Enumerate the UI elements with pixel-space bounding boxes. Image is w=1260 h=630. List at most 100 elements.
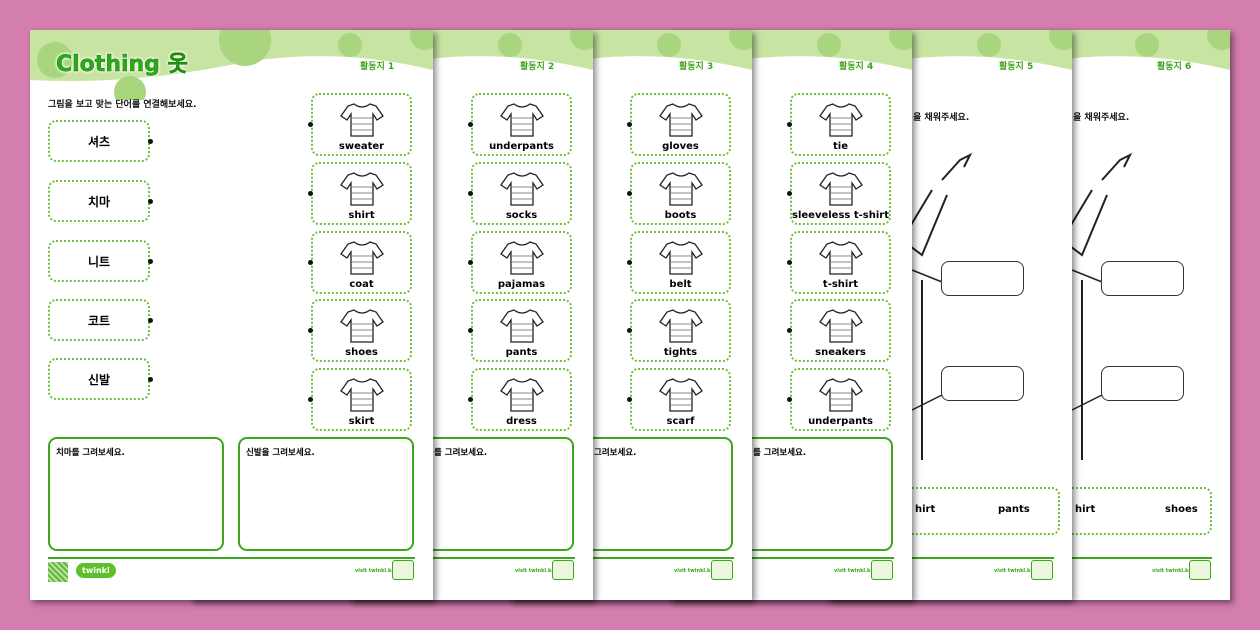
- clothing-picture-icon: [313, 306, 410, 346]
- connect-dot[interactable]: [787, 397, 792, 402]
- connect-dot[interactable]: [627, 191, 632, 196]
- picture-label: underpants: [808, 416, 873, 427]
- picture-card: shirt: [311, 162, 412, 225]
- instruction-text: 그림을 보고 맞는 단어를 연결해보세요.: [48, 100, 197, 110]
- connect-dot[interactable]: [308, 191, 313, 196]
- connect-dot[interactable]: [308, 260, 313, 265]
- korean-word-box: 치마: [48, 180, 150, 222]
- worksheet-number: 활동지 2: [520, 62, 555, 72]
- picture-card: pants: [471, 299, 572, 362]
- worksheet-number: 활동지 3: [679, 62, 714, 72]
- picture-card: pajamas: [471, 231, 572, 294]
- visit-link[interactable]: visit twinkl.kr: [994, 568, 1033, 574]
- connect-dot[interactable]: [308, 122, 313, 127]
- clothing-picture-icon: [473, 100, 570, 140]
- connect-dot[interactable]: [787, 191, 792, 196]
- clothing-picture-icon: [792, 306, 889, 346]
- picture-label: scarf: [666, 416, 695, 427]
- picture-label: coat: [349, 279, 374, 290]
- picture-label: sneakers: [815, 347, 866, 358]
- clothing-picture-icon: [632, 375, 729, 415]
- label-answer-box[interactable]: [1101, 261, 1184, 296]
- picture-label: tie: [833, 141, 848, 152]
- connect-dot[interactable]: [468, 328, 473, 333]
- twinkl-badge-icon: [1031, 560, 1053, 580]
- footer-divider: [48, 557, 415, 559]
- connect-dot[interactable]: [627, 397, 632, 402]
- instruction-text: 을 채워주세요.: [1073, 113, 1130, 123]
- drawing-box[interactable]: [48, 437, 224, 551]
- twinkl-badge-icon: [871, 560, 893, 580]
- picture-card: belt: [630, 231, 731, 294]
- visit-link[interactable]: visit twinkl.kr: [355, 568, 394, 574]
- connect-dot[interactable]: [468, 122, 473, 127]
- word-bank-word: shoes: [1165, 504, 1198, 515]
- word-bank-word: pants: [998, 504, 1030, 515]
- connect-dot[interactable]: [468, 191, 473, 196]
- picture-card: dress: [471, 368, 572, 431]
- korean-word-box: 신발: [48, 358, 150, 400]
- twinkl-logo: twinkl: [76, 563, 116, 578]
- picture-label: t-shirt: [822, 279, 859, 290]
- picture-card: boots: [630, 162, 731, 225]
- worksheet-number: 활동지 1: [360, 62, 395, 72]
- picture-label: belt: [669, 279, 692, 290]
- clothing-picture-icon: [313, 375, 410, 415]
- drawing-box[interactable]: [238, 437, 414, 551]
- clothing-picture-icon: [473, 169, 570, 209]
- visit-link[interactable]: visit twinkl.kr: [834, 568, 873, 574]
- clothing-picture-icon: [632, 100, 729, 140]
- picture-card: sweater: [311, 93, 412, 156]
- picture-label: sweater: [338, 141, 385, 152]
- clothing-picture-icon: [792, 375, 889, 415]
- drawing-prompt: 를 그려보세요.: [753, 448, 807, 458]
- korean-word-box: 코트: [48, 299, 150, 341]
- label-answer-box[interactable]: [941, 366, 1024, 401]
- picture-label: dress: [506, 416, 537, 427]
- connect-dot[interactable]: [148, 377, 153, 382]
- visit-link[interactable]: visit twinkl.kr: [674, 568, 713, 574]
- visit-link[interactable]: visit twinkl.kr: [1152, 568, 1191, 574]
- worksheet-number: 활동지 6: [1157, 62, 1192, 72]
- picture-card: scarf: [630, 368, 731, 431]
- drawing-prompt: 치마를 그려보세요.: [56, 448, 125, 458]
- connect-dot[interactable]: [627, 328, 632, 333]
- picture-label: sleeveless t-shirt: [792, 210, 889, 221]
- twinkl-badge-icon: [1189, 560, 1211, 580]
- twinkl-badge-icon: [711, 560, 733, 580]
- connect-dot[interactable]: [787, 260, 792, 265]
- connect-dot[interactable]: [468, 397, 473, 402]
- clothing-picture-icon: [792, 100, 889, 140]
- korean-word-box: 셔츠: [48, 120, 150, 162]
- picture-label: skirt: [348, 416, 375, 427]
- connect-dot[interactable]: [148, 139, 153, 144]
- drawing-prompt: 신발을 그려보세요.: [246, 448, 315, 458]
- korean-word-box: 니트: [48, 240, 150, 282]
- drawing-prompt: 를 그려보세요.: [434, 448, 488, 458]
- clothing-picture-icon: [313, 238, 410, 278]
- connect-dot[interactable]: [627, 260, 632, 265]
- connect-dot[interactable]: [148, 318, 153, 323]
- label-answer-box[interactable]: [941, 261, 1024, 296]
- connect-dot[interactable]: [308, 328, 313, 333]
- picture-card: shoes: [311, 299, 412, 362]
- clothing-picture-icon: [792, 169, 889, 209]
- connect-dot[interactable]: [148, 259, 153, 264]
- picture-label: shirt: [348, 210, 375, 221]
- connect-dot[interactable]: [787, 122, 792, 127]
- connect-dot[interactable]: [308, 397, 313, 402]
- worksheet-number: 활동지 5: [999, 62, 1034, 72]
- visit-link[interactable]: visit twinkl.kr: [515, 568, 554, 574]
- label-answer-box[interactable]: [1101, 366, 1184, 401]
- picture-card: tie: [790, 93, 891, 156]
- connect-dot[interactable]: [148, 199, 153, 204]
- clothing-picture-icon: [473, 238, 570, 278]
- picture-card: tights: [630, 299, 731, 362]
- picture-card: underpants: [471, 93, 572, 156]
- clothing-picture-icon: [632, 238, 729, 278]
- connect-dot[interactable]: [787, 328, 792, 333]
- connect-dot[interactable]: [468, 260, 473, 265]
- qr-code-icon: [48, 562, 68, 582]
- connect-dot[interactable]: [627, 122, 632, 127]
- picture-card: skirt: [311, 368, 412, 431]
